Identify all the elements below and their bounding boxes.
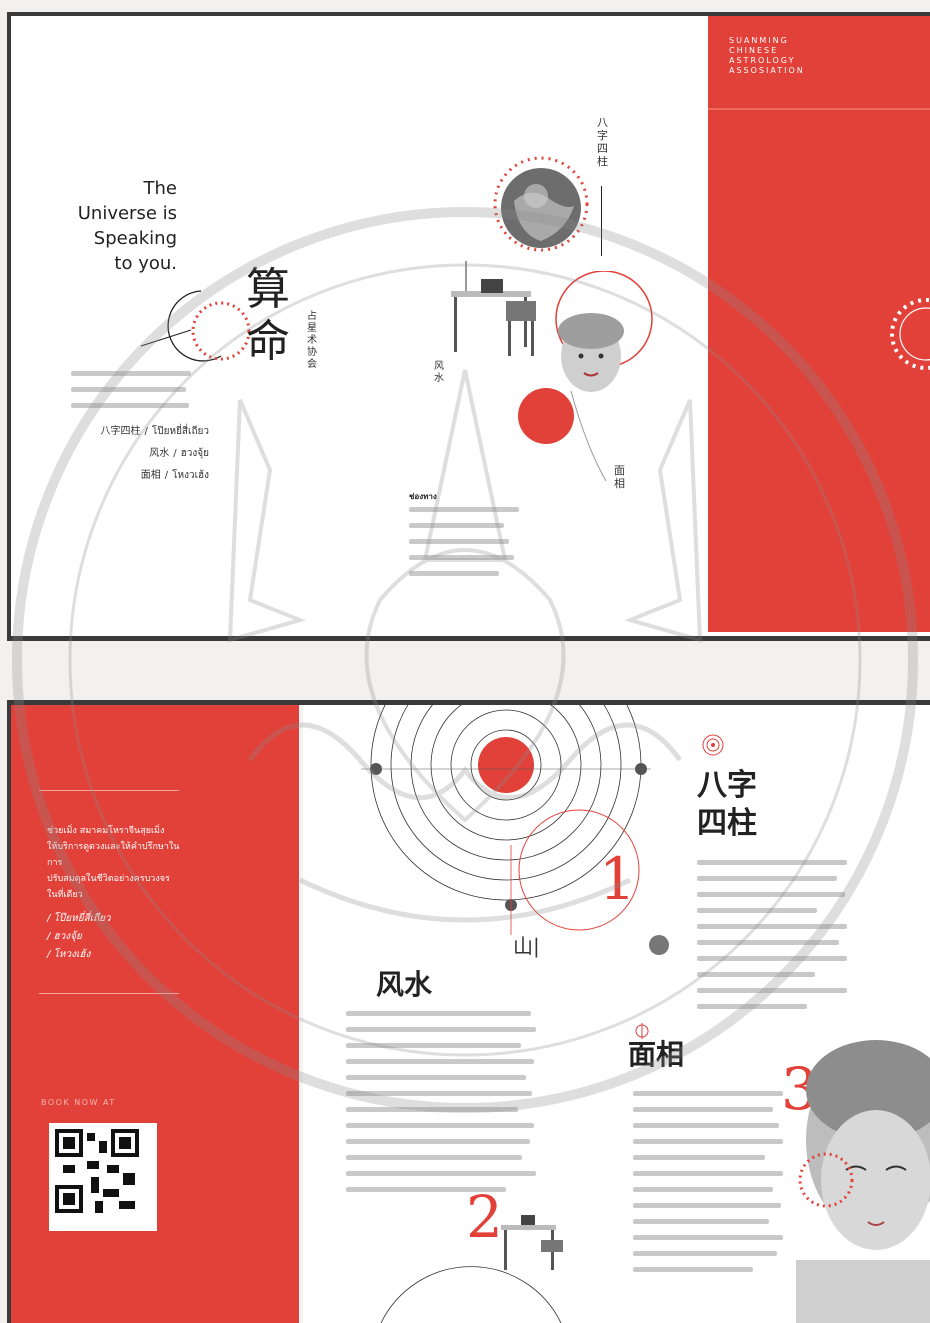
cover-intro-text (71, 371, 196, 419)
intro-block: ช่วยเมิ่ง สมาคมโหราจีนสุยเมิ่ง ให้บริการ… (47, 823, 187, 903)
qr-code-pattern (55, 1129, 139, 1213)
face-vertical-label: 面相 (614, 464, 625, 490)
services-list: 八字四柱/โป๊ยหยี่สี่เถียว 风水/ฮวงจุ้ย 面相/โหงว… (79, 421, 209, 487)
association-line: ASTROLOGY (729, 56, 796, 65)
intro-line: ในที่เดียว (47, 890, 83, 900)
brand-logo-arcs-icon (140, 290, 251, 362)
section3-body (633, 1091, 783, 1283)
service-row: 面相/โหงวเฮ้ง (140, 470, 209, 481)
section1-title: 八字 四柱 (697, 768, 757, 841)
intro-line: ให้บริการดูดวงและให้คำปรึกษาในการ (47, 842, 180, 868)
cover-red-column (708, 16, 930, 632)
section1-body (697, 860, 847, 1020)
section2-body (346, 1011, 536, 1203)
tagline-line: Speaking (93, 228, 177, 249)
tagline-line: to you. (114, 253, 177, 274)
plus-circle-icon (635, 1023, 649, 1039)
desk-orbit-icon (380, 1215, 563, 1323)
service-link[interactable]: / โป๊ยหยี่สี่เถียว (47, 913, 111, 924)
section1-number: 1 (599, 845, 636, 913)
face-statue-icon (796, 1040, 930, 1323)
contact-label: ช่องทาง (409, 492, 437, 501)
tagline-line: Universe is (77, 203, 177, 224)
association-line: CHINESE (729, 46, 779, 55)
cover-panel: SUANMING CHINESE ASTROLOGY ASSOSIATION T… (7, 12, 930, 641)
service-links: / โป๊ยหยี่สี่เถียว / ฮวงจุ้ย / โหวงเฮ้ง (47, 910, 111, 964)
service-link[interactable]: / ฮวงจุ้ย (47, 931, 82, 942)
intro-line: ปรับสมดุลในชีวิตอย่างครบวงจร (47, 874, 170, 884)
association-name: SUANMING CHINESE ASTROLOGY ASSOSIATION (729, 36, 805, 76)
brand-cjk: 算命 (246, 264, 290, 367)
service-row: 八字四柱/โป๊ยหยี่สี่เถียว (100, 426, 209, 437)
svg-text:山|: 山| (513, 934, 540, 959)
book-now-label: BOOK NOW AT (41, 1098, 116, 1107)
bazi-vertical-label: 八字四柱 (597, 116, 608, 168)
association-line: SUANMING (729, 36, 789, 45)
brand-sub-cjk: 占星术协会 (307, 311, 317, 370)
tagline: The Universe is Speaking to you. (59, 176, 177, 276)
orbit-diagram-icon: 山| (361, 705, 669, 959)
section2-number: 2 (466, 1183, 503, 1251)
service-row: 风水/ฮวงจุ้ย (149, 448, 209, 459)
concentric-circle-icon (702, 734, 724, 756)
face-bust-icon (518, 271, 653, 482)
qr-code-icon[interactable] (49, 1123, 157, 1231)
section3-title: 面相 (628, 1038, 685, 1071)
intro-line: ช่วยเมิ่ง สมาคมโหราจีนสุยเมิ่ง (47, 826, 165, 836)
service-link[interactable]: / โหวงเฮ้ง (47, 949, 91, 960)
section2-title: 风水 (376, 968, 433, 1001)
water-vertical-label: 风水 (434, 361, 444, 384)
inside-panel: ช่วยเมิ่ง สมาคมโหราจีนสุยเมิ่ง ให้บริการ… (7, 700, 930, 1323)
contact-block: ช่องทาง (409, 490, 519, 587)
association-line: ASSOSIATION (729, 66, 805, 75)
dashed-arc-icon (890, 298, 930, 370)
tagline-line: The (143, 178, 177, 199)
desk-icon (451, 261, 536, 356)
globe-icon (493, 156, 589, 252)
